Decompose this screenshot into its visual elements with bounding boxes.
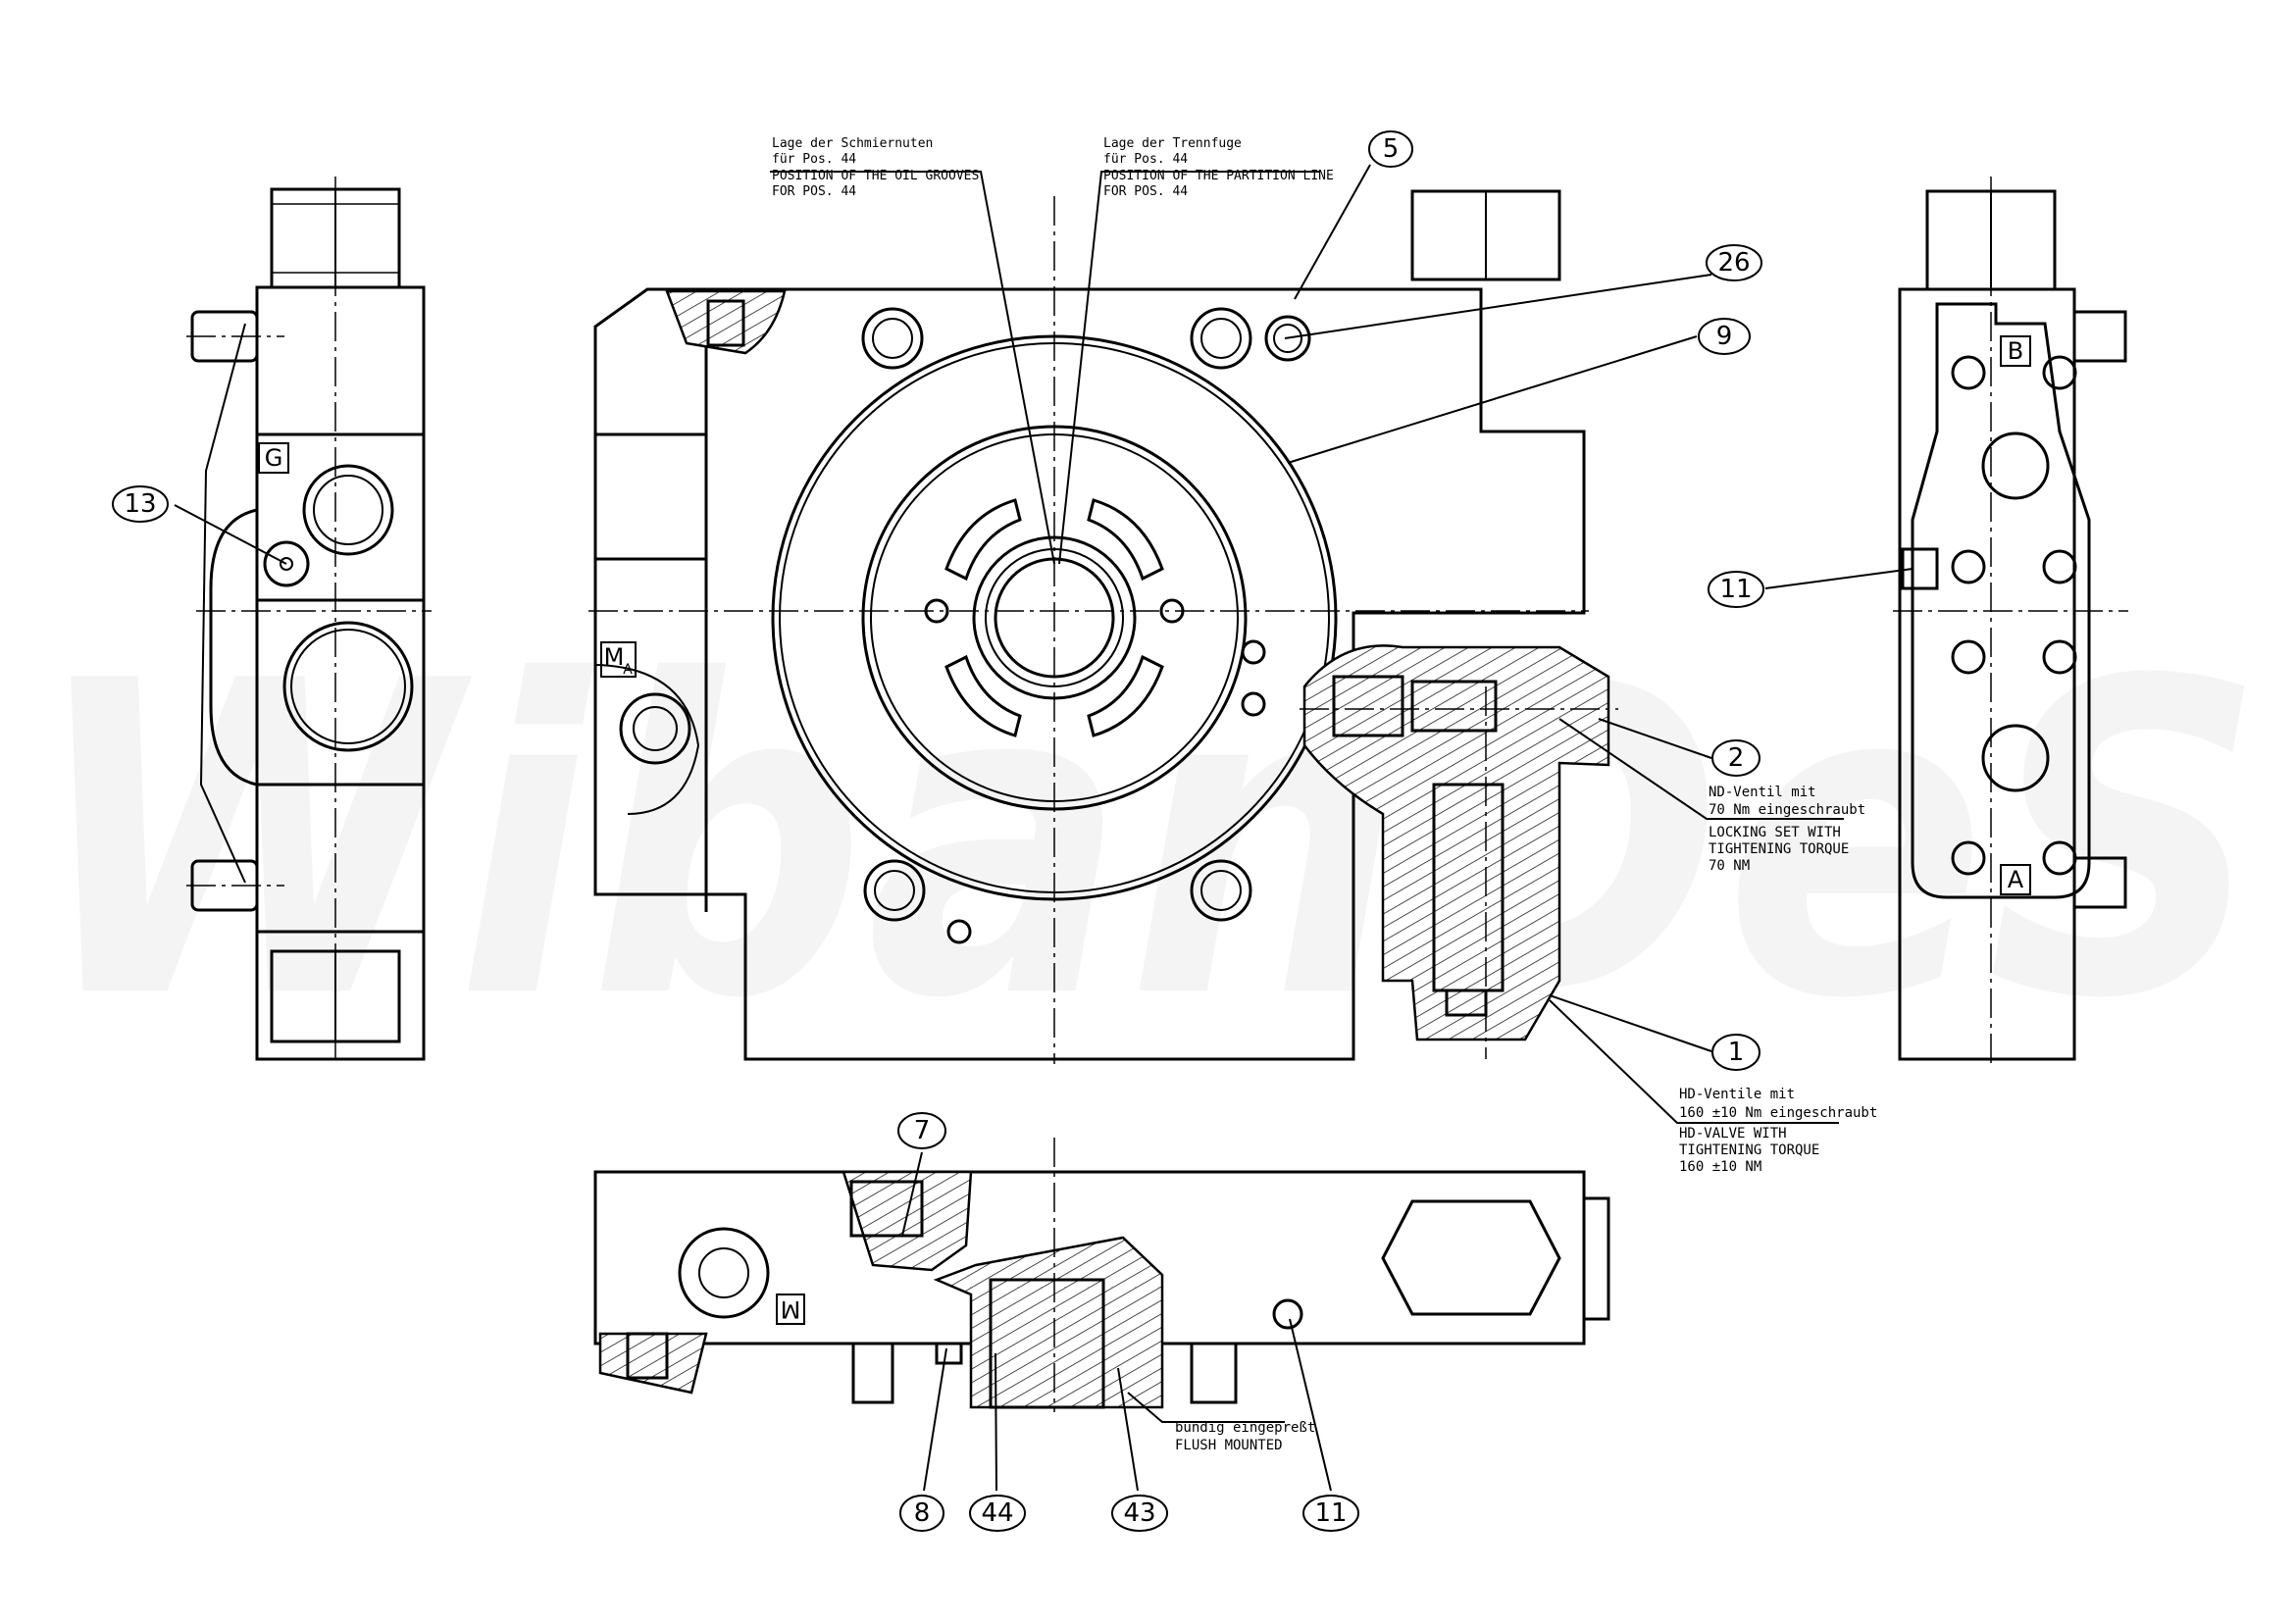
watermark: WibanDeS	[29, 590, 2266, 1092]
svg-text:9: 9	[1716, 322, 1733, 351]
left-plug-13	[263, 540, 310, 587]
svg-text:8: 8	[914, 1498, 931, 1528]
note-text: FOR POS. 44	[772, 184, 856, 199]
balloon-2: 2	[1711, 739, 1760, 777]
note-text: TIGHTENING TORQUE	[1679, 1142, 1819, 1158]
balloon-11-right: 11	[1708, 571, 1764, 608]
note-text: 70 NM	[1709, 858, 1750, 874]
port-label-a-box	[2000, 864, 2031, 895]
balloon-1: 1	[1711, 1034, 1760, 1071]
balloons: 5 26 9 13 11 2 1 7 8 44 43 11	[112, 130, 1764, 1532]
kidney-slot	[1087, 654, 1164, 737]
svg-text:11: 11	[1314, 1498, 1347, 1528]
note-text: HD-VALVE WITH	[1679, 1126, 1787, 1142]
svg-text:1: 1	[1728, 1038, 1745, 1067]
balloon-11-bottom: 11	[1302, 1495, 1359, 1532]
left-side-view: G	[186, 177, 432, 1061]
note-text: LOCKING SET WITH	[1709, 825, 1841, 840]
note-hd-valve: HD-Ventile mit 160 ±10 Nm eingeschraubt …	[1679, 1087, 1877, 1175]
note-text: bündig eingepreßt	[1175, 1420, 1315, 1436]
balloon-43: 43	[1111, 1495, 1168, 1532]
bolt-holes	[861, 307, 1311, 922]
note-text: TIGHTENING TORQUE	[1709, 841, 1849, 857]
svg-text:11: 11	[1719, 575, 1752, 604]
bottom-body-outline	[593, 1170, 1586, 1345]
note-flush-mounted: bündig eingepreßt FLUSH MOUNTED	[1175, 1420, 1315, 1453]
svg-text:43: 43	[1123, 1498, 1155, 1528]
port-label-b: B	[2008, 337, 2023, 365]
bottom-hex	[1381, 1199, 1561, 1316]
port-ma	[619, 692, 691, 765]
port-label-ma: M	[604, 643, 625, 671]
svg-text:13: 13	[124, 489, 156, 519]
note-partition-line: Lage der Trennfuge für Pos. 44 POSITION …	[1103, 136, 1334, 199]
front-view: M A	[588, 189, 1618, 1064]
note-text: POSITION OF THE OIL GROOVES	[772, 169, 979, 183]
bushing-43-44-section	[933, 1236, 1164, 1409]
note-nd-valve: ND-Ventil mit 70 Nm eingeschraubt LOCKIN…	[1709, 785, 1865, 874]
stud	[1190, 1342, 1238, 1404]
svg-text:44: 44	[981, 1498, 1013, 1528]
balloon-7: 7	[897, 1112, 946, 1149]
plug-11	[1272, 1298, 1303, 1330]
port-label-mb: M	[781, 1295, 801, 1323]
left-port-large	[282, 621, 414, 752]
right-body	[1898, 287, 2076, 1061]
right-side-view: B A	[1893, 177, 2128, 1069]
balloon-5: 5	[1368, 130, 1413, 168]
note-text: HD-Ventile mit	[1679, 1087, 1795, 1102]
watermark-text: WibanDeS	[29, 590, 2266, 1092]
valve-cutaway	[1302, 644, 1610, 1041]
balloon-9: 9	[1698, 318, 1751, 355]
note-text: POSITION OF THE PARTITION LINE	[1103, 169, 1334, 183]
svg-text:5: 5	[1383, 134, 1400, 164]
note-text: FLUSH MOUNTED	[1175, 1438, 1283, 1453]
svg-text:7: 7	[914, 1116, 931, 1145]
note-text: 160 ±10 Nm eingeschraubt	[1679, 1105, 1877, 1121]
port-label-ma-sub: A	[623, 662, 633, 678]
stud	[851, 1342, 894, 1404]
kidney-slot	[944, 498, 1022, 582]
note-text: für Pos. 44	[1103, 152, 1188, 167]
port-label-mb-box	[776, 1294, 805, 1325]
bottom-cutaway-7	[842, 1170, 973, 1272]
svg-text:26: 26	[1717, 248, 1750, 278]
front-body-outline	[593, 287, 1586, 1061]
port-label-ma-box	[600, 641, 637, 678]
right-flange-plate	[1911, 302, 2091, 899]
nd-valve-spring	[1332, 675, 1404, 737]
balloon-13: 13	[112, 485, 169, 523]
note-text: FOR POS. 44	[1103, 184, 1188, 199]
balloon-44: 44	[969, 1495, 1026, 1532]
bottom-view: M	[593, 1138, 1610, 1412]
note-text: Lage der Trennfuge	[1103, 136, 1242, 151]
right-bolt-top	[2072, 310, 2127, 363]
note-text: ND-Ventil mit	[1709, 785, 1816, 800]
bushing-44	[989, 1278, 1105, 1409]
port-label-g: G	[265, 444, 283, 472]
front-top-cutaway	[665, 289, 787, 355]
note-text: für Pos. 44	[772, 152, 856, 167]
port-label-g-box	[258, 442, 289, 474]
note-text: 70 Nm eingeschraubt	[1709, 802, 1865, 818]
right-plug-11	[1901, 547, 1939, 590]
leader-lines	[174, 164, 1913, 1492]
svg-text:2: 2	[1728, 743, 1745, 773]
balloon-26: 26	[1706, 244, 1762, 281]
note-oil-grooves: Lage der Schmiernuten für Pos. 44 POSITI…	[772, 136, 979, 199]
kidney-slot	[1087, 498, 1164, 582]
kidney-slot	[944, 654, 1022, 737]
note-text: Lage der Schmiernuten	[772, 136, 933, 151]
port-mb	[678, 1227, 770, 1319]
balloon-8: 8	[899, 1495, 944, 1532]
port-label-a: A	[2008, 866, 2024, 893]
port-label-b-box	[2000, 335, 2031, 367]
note-text: 160 ±10 NM	[1679, 1159, 1761, 1175]
right-holes	[1951, 355, 2077, 876]
right-bolt-bottom	[2072, 856, 2127, 909]
